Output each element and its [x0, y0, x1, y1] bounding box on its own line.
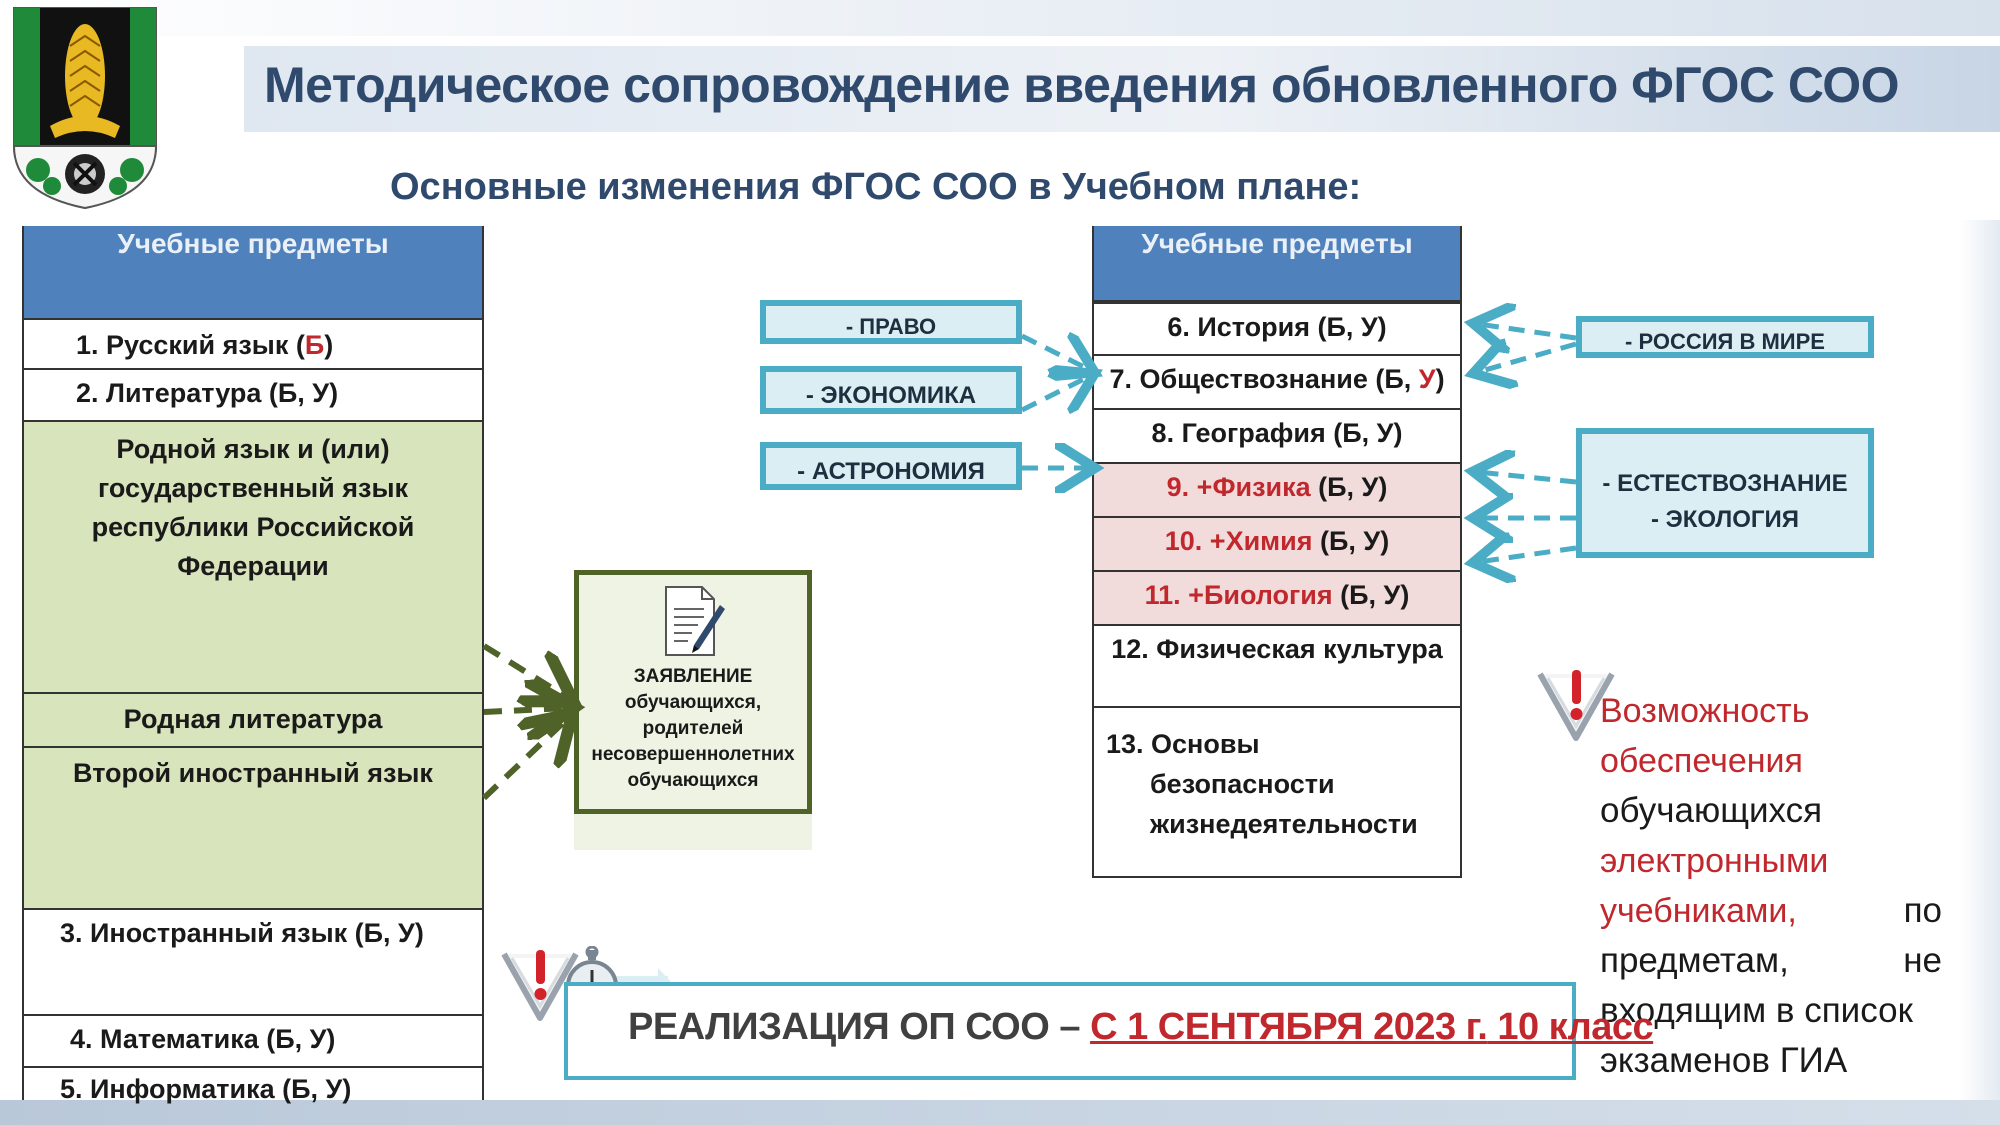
arrow-science-biology [1478, 548, 1577, 562]
arrow-science-physics [1478, 472, 1577, 482]
tag-science-ecology: - ЕСТЕСТВОЗНАНИЕ - ЭКОЛОГИЯ [1576, 428, 1874, 558]
bottom-decor-band [0, 1100, 2000, 1125]
left-row-second-foreign: Второй иностранный язык [24, 748, 482, 910]
arrow-second-foreign [481, 718, 568, 801]
left-row-informatics: 5. Информатика (Б, У) [60, 1074, 352, 1104]
right-table-header: Учебные предметы [1094, 226, 1460, 302]
warning-icon [1537, 670, 1615, 741]
left-row-literature: 2. Литература (Б, У) [24, 370, 482, 422]
arrow-native-literature [483, 708, 568, 712]
right-row-pe: 12. Физическая культура [1094, 626, 1460, 708]
right-row-biology: 11. +Биология (Б, У) [1094, 572, 1460, 626]
arrow-native-language [482, 643, 568, 698]
right-row-social: 7. Обществознание (Б, У) [1094, 356, 1460, 410]
application-box: ЗАЯВЛЕНИЕ обучающихся, родителей несовер… [574, 570, 812, 814]
left-row-russian: 1. Русский язык (Б) [24, 320, 482, 370]
e-textbooks-note: Возможность обеспечения обучающихся элек… [1600, 692, 1942, 1080]
right-row-history: 6. История (Б, У) [1094, 302, 1460, 356]
arrow-law [1020, 336, 1090, 370]
banner-warning-icon [501, 950, 579, 1021]
tag-law: - ПРАВО [760, 300, 1022, 344]
right-row-safety: 13. Основы безопасности жизнедеятельност… [1094, 708, 1460, 878]
right-decor-shade [1960, 220, 2000, 1100]
right-row-chemistry: 10. +Химия (Б, У) [1094, 518, 1460, 572]
banner-grade: 10 класс [1487, 1006, 1654, 1048]
title-band [244, 46, 2000, 132]
coat-of-arms-emblem [12, 7, 158, 210]
left-subjects-table: Учебные предметы 1. Русский язык (Б) 2. … [22, 226, 484, 1104]
left-row-native-literature: Родная литература [24, 694, 482, 748]
left-table-header: Учебные предметы [24, 226, 482, 320]
arrow-economics [1020, 376, 1090, 410]
banner-date: С 1 СЕНТЯБРЯ 2023 г. [1090, 1006, 1488, 1048]
document-pen-icon [665, 586, 725, 656]
right-row-geography: 8. География (Б, У) [1094, 410, 1460, 464]
top-decor-band [0, 0, 2000, 36]
right-row-physics: 9. +Физика (Б, У) [1094, 464, 1460, 518]
tag-economics: - ЭКОНОМИКА [760, 366, 1022, 414]
left-row-foreign: 3. Иностранный язык (Б, У) [24, 910, 482, 1016]
tag-astronomy: - АСТРОНОМИЯ [760, 442, 1022, 490]
page-title: Методическое сопровождение введения обно… [264, 57, 1900, 113]
left-row-math: 4. Математика (Б, У) [24, 1016, 482, 1068]
left-row-native-language: Родной язык и (или) государственный язык… [24, 422, 482, 694]
arrow-russia-to-history [1478, 324, 1577, 338]
arrow-russia-to-social [1478, 344, 1577, 372]
page-subtitle: Основные изменения ФГОС СОО в Учебном пл… [390, 166, 1362, 208]
tag-russia-world: - РОССИЯ В МИРЕ [1576, 316, 1874, 358]
right-subjects-table: Учебные предметы 6. История (Б, У) 7. Об… [1092, 226, 1462, 878]
implementation-banner: РЕАЛИЗАЦИЯ ОП СОО – С 1 СЕНТЯБРЯ 2023 г.… [564, 982, 1654, 1080]
